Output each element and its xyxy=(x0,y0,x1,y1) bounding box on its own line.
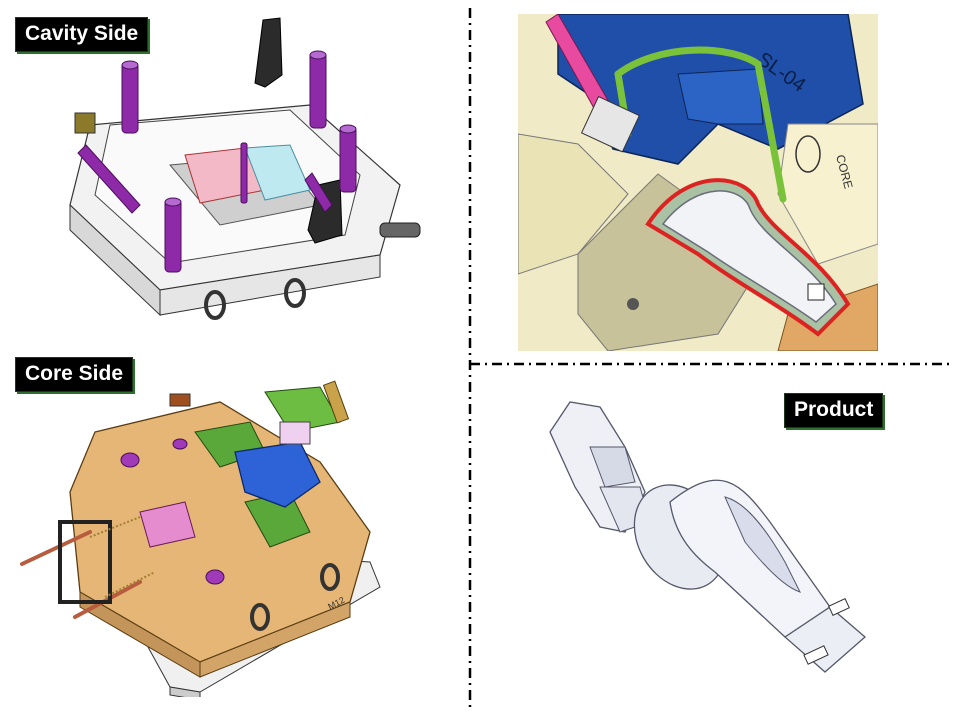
slider-closeup-render: SL-04 CORE xyxy=(518,14,878,351)
core-eye-bolts xyxy=(250,563,340,631)
cavity-side-label: Cavity Side xyxy=(15,17,149,52)
core-side-render: M12 xyxy=(20,380,381,697)
springs xyxy=(89,516,156,598)
copper-rods xyxy=(20,530,142,619)
core-side-label: Core Side xyxy=(15,357,134,392)
product-render xyxy=(549,401,866,673)
product-label: Product xyxy=(784,393,884,428)
purple-holes xyxy=(120,438,225,585)
cavity-side-render xyxy=(69,17,421,320)
eye-bolts xyxy=(204,278,306,320)
purple-guide-pins xyxy=(77,50,357,273)
